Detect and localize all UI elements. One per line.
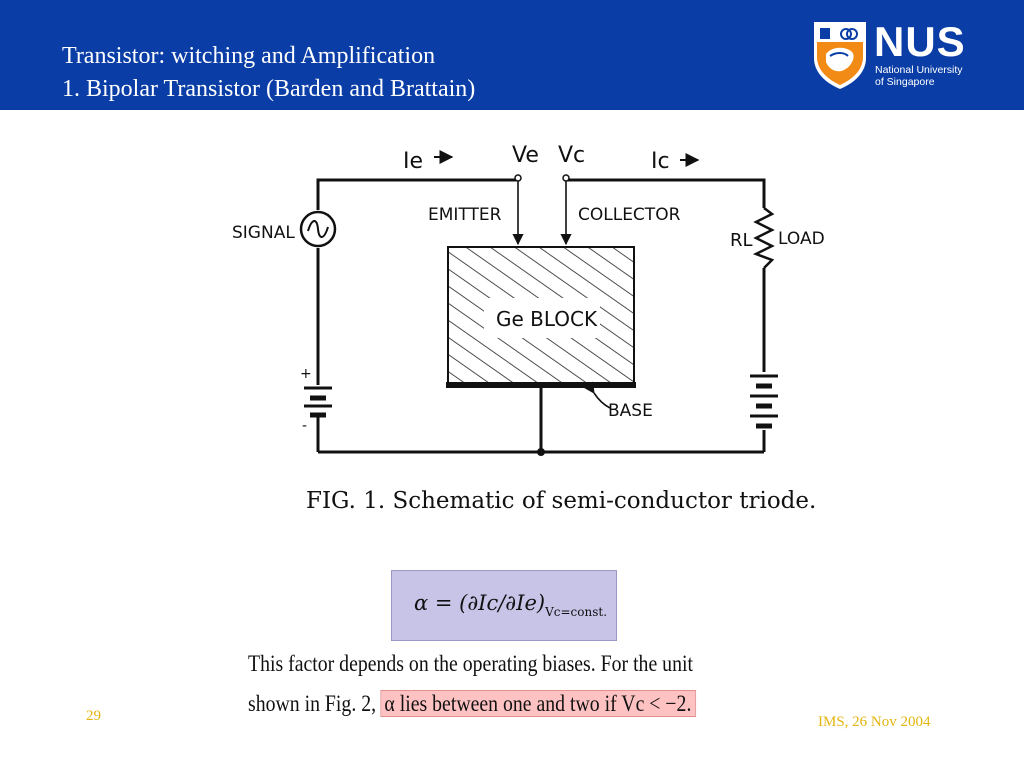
- base-plate: [446, 382, 636, 388]
- nus-logo: NUS National University of Singapore: [812, 20, 992, 92]
- page-number: 29: [86, 708, 101, 724]
- explanation-line-2-start: shown in Fig. 2,: [248, 691, 377, 716]
- ge-block-label-bg: [484, 298, 600, 338]
- label-ve: Ve: [512, 143, 539, 168]
- label-ie: Ie: [403, 149, 423, 174]
- explanation-line-1: This factor depends on the operating bia…: [248, 651, 693, 676]
- transistor-schematic-figure: Ie Ve Vc Ic EMITTER COLLECTOR SIGNAL RL …: [196, 110, 859, 524]
- label-ge-block: Ge BLOCK: [496, 307, 598, 331]
- emitter-battery-icon: [304, 386, 332, 418]
- label-emitter: EMITTER: [428, 205, 502, 225]
- load-resistor-icon: [752, 207, 775, 269]
- nus-subtitle-line-2: of Singapore: [875, 76, 935, 88]
- label-plus: +: [300, 366, 312, 382]
- nus-subtitle-line-1: National University: [875, 64, 963, 76]
- schematic-diagram: Ie Ve Vc Ic EMITTER COLLECTOR SIGNAL RL …: [232, 143, 825, 456]
- formula-main: α = (∂Ic/∂Ie): [414, 591, 546, 615]
- label-base: BASE: [608, 401, 653, 421]
- highlighted-condition: α lies between one and two if Vc < −2.: [380, 690, 696, 717]
- label-minus: -: [302, 418, 307, 434]
- label-load: LOAD: [778, 229, 825, 249]
- collector-battery-icon: [750, 374, 778, 429]
- label-vc: Vc: [558, 143, 585, 168]
- label-rl: RL: [730, 230, 753, 251]
- nus-subtitle: National University of Singapore: [875, 64, 963, 88]
- slide-header: Transistor: witching and Amplification 1…: [0, 0, 1024, 110]
- alpha-formula-box: α = (∂Ic/∂Ie)Vc=const.: [391, 570, 617, 641]
- nus-crest-icon: [814, 22, 866, 89]
- label-collector: COLLECTOR: [578, 205, 681, 225]
- base-junction-dot: [537, 448, 545, 456]
- figure-caption: FIG. 1. Schematic of semi-conductor trio…: [306, 488, 817, 514]
- base-pointer-icon: [583, 381, 611, 409]
- formula-subscript: Vc=const.: [545, 605, 608, 619]
- sine-wave-icon: [307, 220, 329, 238]
- explanation-text: This factor depends on the operating bia…: [248, 644, 696, 724]
- title-line-1: Transistor: witching and Amplification: [62, 43, 436, 69]
- footer-text: IMS, 26 Nov 2004: [818, 714, 931, 730]
- nus-wordmark: NUS: [874, 18, 966, 65]
- collector-terminal: [562, 174, 570, 182]
- label-ic: Ic: [651, 149, 670, 174]
- title-line-2: 1. Bipolar Transistor (Barden and Bratta…: [62, 76, 476, 102]
- alpha-formula: α = (∂Ic/∂Ie)Vc=const.: [414, 591, 607, 619]
- explanation-line-2: shown in Fig. 2, α lies between one and …: [248, 684, 696, 724]
- label-signal: SIGNAL: [232, 223, 295, 243]
- slide-title: Transistor: witching and Amplification 1…: [62, 40, 475, 106]
- emitter-terminal: [514, 174, 522, 182]
